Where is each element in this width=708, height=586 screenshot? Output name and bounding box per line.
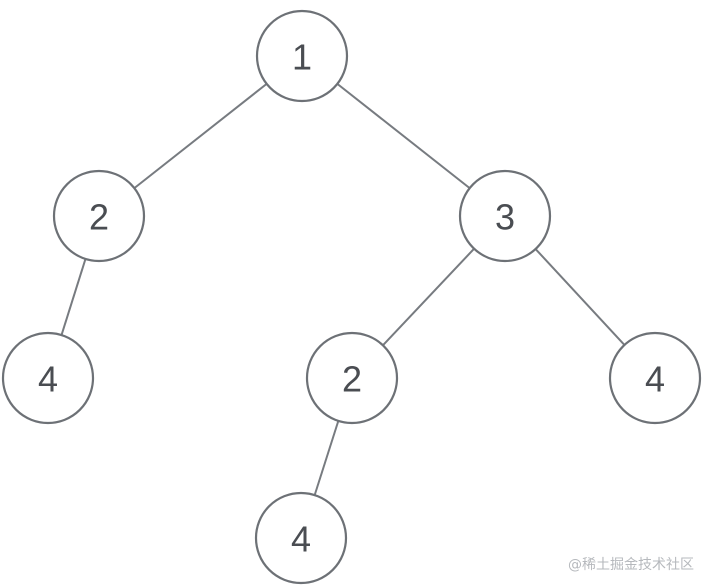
tree-node-n4c: 4: [254, 491, 348, 585]
edge-n3-n2b: [382, 248, 475, 346]
node-label: 1: [292, 37, 312, 78]
node-label: 2: [89, 197, 109, 238]
edge-n1-n2: [133, 83, 268, 189]
edge-n1-n3: [336, 83, 471, 189]
tree-node-n2b: 2: [305, 331, 399, 425]
node-circle: [255, 9, 349, 103]
node-label: 3: [495, 197, 515, 238]
tree-nodes: 1 2 3 4 2 4 4: [1, 9, 702, 585]
node-circle: [1, 331, 95, 425]
node-circle: [608, 331, 702, 425]
tree-node-n4b: 4: [608, 331, 702, 425]
tree-node-n3: 3: [458, 169, 552, 263]
edge-n3-n4b: [534, 248, 626, 346]
tree-node-n1: 1: [255, 9, 349, 103]
node-circle: [52, 169, 146, 263]
node-circle: [305, 331, 399, 425]
edge-n2b-n4c: [313, 420, 340, 496]
node-circle: [458, 169, 552, 263]
node-label: 4: [645, 359, 665, 400]
node-label: 4: [38, 359, 58, 400]
tree-edges: [60, 83, 626, 496]
tree-node-n2: 2: [52, 169, 146, 263]
watermark: @稀土掘金技术社区: [568, 557, 694, 573]
node-label: 4: [291, 519, 311, 560]
node-label: 2: [342, 359, 362, 400]
tree-node-n4a: 4: [1, 331, 95, 425]
node-circle: [254, 491, 348, 585]
edge-n2-n4a: [60, 258, 87, 336]
